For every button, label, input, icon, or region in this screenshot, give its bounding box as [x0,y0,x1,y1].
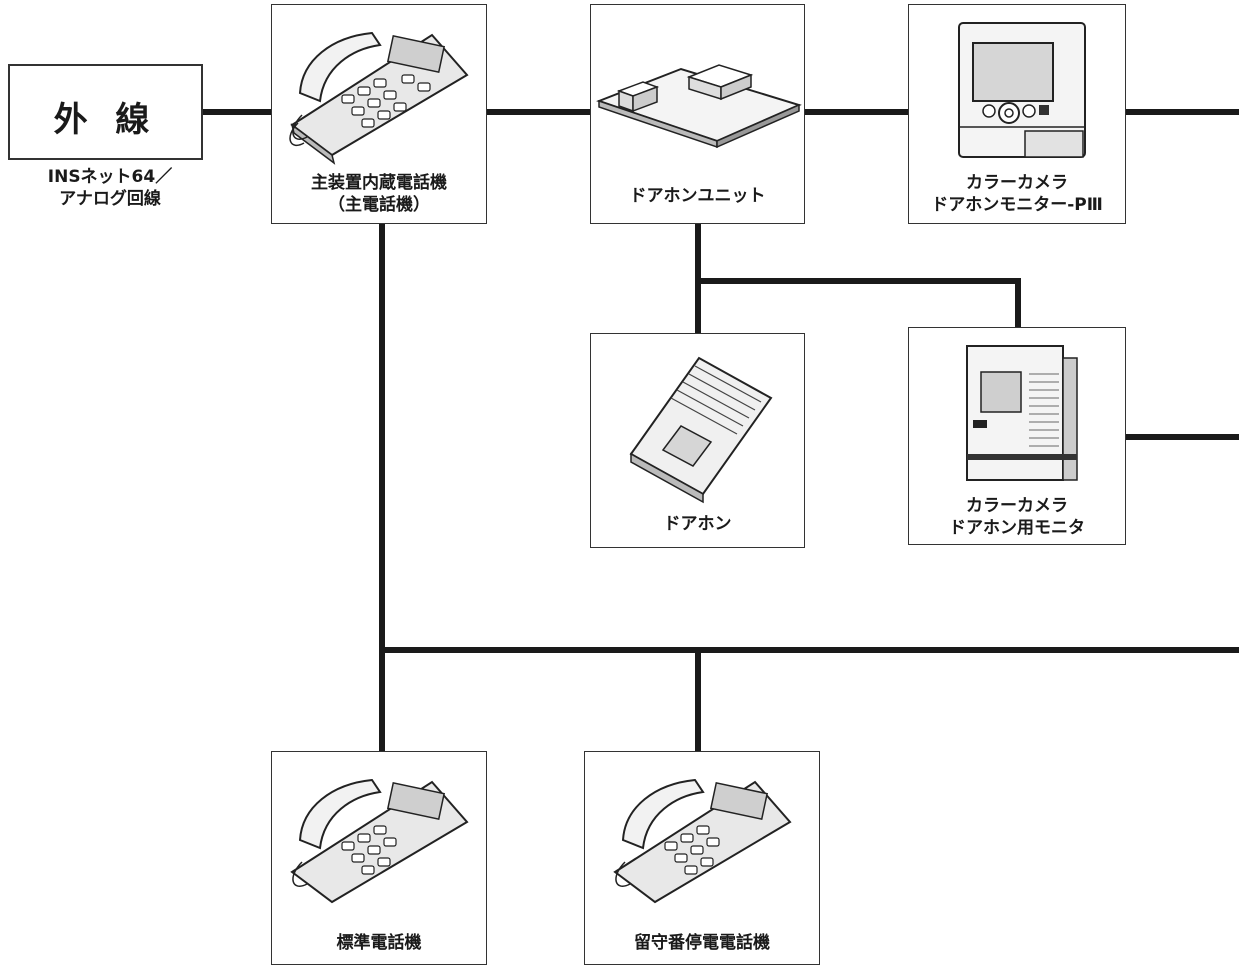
external-line-title: 外 線 [53,100,158,140]
door-unit-label: ドアホンユニット [629,186,766,206]
camera-monitor-p3-label: カラーカメラ ドアホンモニター-PⅢ [931,173,1103,215]
telephone-icon [290,778,469,904]
video-monitor-icon [958,22,1086,158]
circuit-board-icon [596,64,802,149]
answering-phone-icon [613,778,792,904]
intercom-monitor-icon [966,345,1078,481]
camera-monitor-label: カラーカメラ ドアホン用モニタ [949,496,1085,538]
door-unit-box: ドアホンユニット [590,4,805,224]
door-phone-label: ドアホン [663,514,732,534]
standard-phone-box: 標準電話機 [271,751,487,965]
door-phone-box: ドアホン [590,333,805,548]
external-line-box: 外 線 [8,64,203,160]
business-phone-icon [289,31,469,165]
main-phone-box: 主装置内蔵電話機 （主電話機） [271,4,487,224]
camera-monitor-box: カラーカメラ ドアホン用モニタ [908,327,1126,545]
camera-monitor-p3-box: カラーカメラ ドアホンモニター-PⅢ [908,4,1126,224]
answering-phone-box: 留守番停電電話機 [584,751,820,965]
answering-phone-label: 留守番停電電話機 [634,933,770,953]
door-phone-icon [629,356,773,504]
standard-phone-label: 標準電話機 [336,933,422,953]
external-line-subtitle: INSネット64／ アナログ回線 [47,167,173,209]
main-phone-label: 主装置内蔵電話機 （主電話機） [311,173,447,215]
